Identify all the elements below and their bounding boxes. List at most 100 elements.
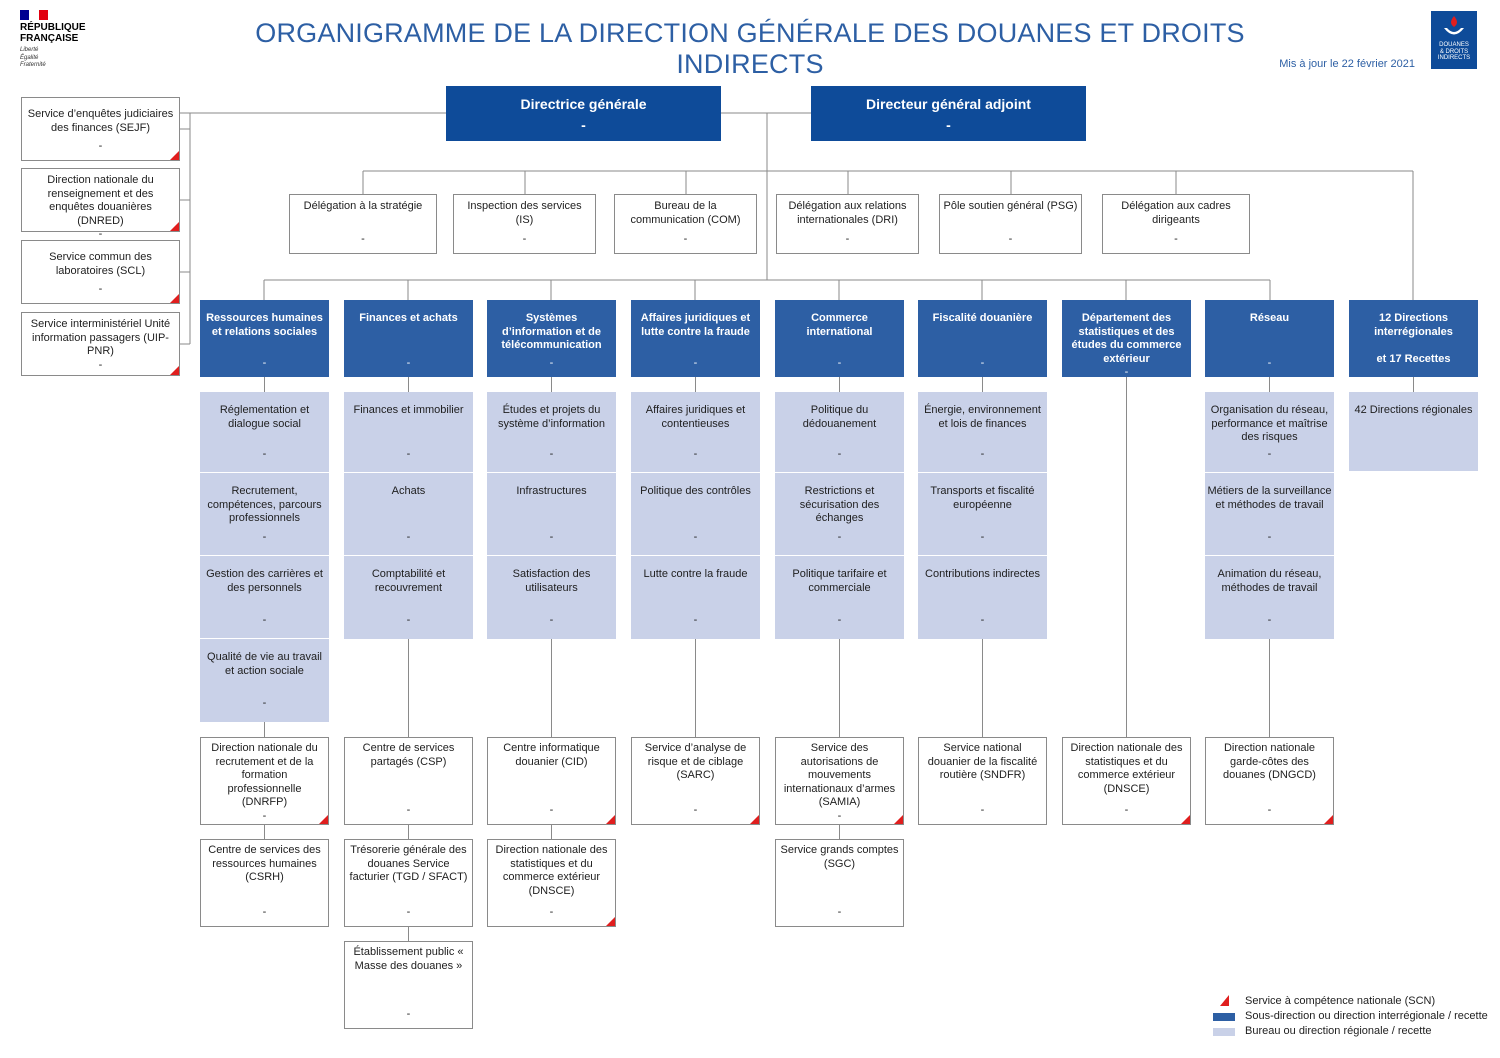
bureau-2-1[interactable]: Finances et immobilier- [344,392,473,473]
legend-label-scn: Service à compétence nationale (SCN) [1245,995,1436,1007]
service-3-2-title: Direction nationale des statistiques et … [495,844,608,897]
service-2-2-holder: - [406,905,411,918]
subdirection-holder: - [980,356,985,369]
service-3-1[interactable]: Centre informatique douanier (CID)- [487,737,616,825]
service-5-1[interactable]: Service des autorisations de mouvements … [775,737,904,825]
left-service-2[interactable]: Direction nationale du renseignement et … [21,168,180,240]
bureau-title: Comptabilité et recouvrement [371,568,446,594]
bureau-3-1[interactable]: Études et projets du système d’informati… [487,392,616,473]
service-8-1[interactable]: Direction nationale garde-côtes des doua… [1205,737,1334,825]
bureau-holder: - [980,447,985,460]
bureau-title: Études et projets du système d’informati… [498,404,605,430]
bureau-title: Organisation du réseau, performance et m… [1210,404,1329,443]
bureau-holder: - [980,530,985,543]
subdirection-3[interactable]: Systèmes d’information et de télécommuni… [487,300,616,377]
bureau-1-4[interactable]: Qualité de vie au travail et action soci… [200,639,329,722]
service-2-2[interactable]: Trésorerie générale des douanes Service … [344,839,473,927]
delegation-5[interactable]: Pôle soutien général (PSG)- [939,194,1082,254]
bureau-2-3[interactable]: Comptabilité et recouvrement- [344,556,473,639]
bureau-holder: - [693,613,698,626]
service-2-3-title: Établissement public « Masse des douanes… [353,946,464,972]
bureau-1-1[interactable]: Réglementation et dialogue social- [200,392,329,473]
subdirection-1[interactable]: Ressources humaines et relations sociale… [200,300,329,377]
bureau-holder: - [262,696,267,709]
service-2-3-holder: - [406,1007,411,1020]
bureau-8-3[interactable]: Animation du réseau, méthodes de travail… [1205,556,1334,639]
bureau-8-1[interactable]: Organisation du réseau, performance et m… [1205,392,1334,473]
service-4-1[interactable]: Service d’analyse de risque et de ciblag… [631,737,760,825]
bureau-separator [631,472,760,473]
service-1-1[interactable]: Direction nationale du recrutement et de… [200,737,329,825]
left-service-1[interactable]: Service d’enquêtes judiciaires des finan… [21,97,180,161]
left-service-2-holder: - [98,228,103,240]
service-7-1[interactable]: Direction nationale des statistiques et … [1062,737,1191,825]
delegation-4[interactable]: Délégation aux relations internationales… [776,194,919,254]
bureau-title: Animation du réseau, méthodes de travail [1217,568,1322,594]
service-5-1-title: Service des autorisations de mouvements … [783,742,896,808]
bureau-4-2[interactable]: Politique des contrôles- [631,473,760,556]
legend-item-bureau: Bureau ou direction régionale / recette [1213,1024,1488,1039]
bureau-holder: - [837,613,842,626]
delegation-6[interactable]: Délégation aux cadres dirigeants- [1102,194,1250,254]
left-service-3[interactable]: Service commun des laboratoires (SCL)- [21,240,180,304]
bureau-5-1[interactable]: Politique du dédouanement- [775,392,904,473]
page-title: ORGANIGRAMME DE LA DIRECTION GÉNÉRALE DE… [255,18,1245,79]
left-service-3-holder: - [98,282,103,295]
delegation-3[interactable]: Bureau de la communication (COM)- [614,194,757,254]
delegation-2[interactable]: Inspection des services (IS)- [453,194,596,254]
bureau-2-2[interactable]: Achats- [344,473,473,556]
delegation-4-title: Délégation aux relations internationales… [788,200,907,226]
delegation-1[interactable]: Délégation à la stratégie- [289,194,437,254]
subdirection-holder: - [549,356,554,369]
subdirection-5[interactable]: Commerce international- [775,300,904,377]
service-7-1-title: Direction nationale des statistiques et … [1070,742,1183,795]
bureau-3-3[interactable]: Satisfaction des utilisateurs- [487,556,616,639]
bureau-separator [200,555,329,556]
bureau-6-3[interactable]: Contributions indirectes- [918,556,1047,639]
rf-motto-liberte: Liberté [20,47,39,53]
bureau-title: Transports et fiscalité européenne [930,485,1035,511]
subdirection-4[interactable]: Affaires juridiques et lutte contre la f… [631,300,760,377]
deputy-director-box[interactable]: Directeur général adjoint- [811,86,1086,141]
scn-marker-icon [170,151,179,160]
bureau-6-2[interactable]: Transports et fiscalité européenne - [918,473,1047,556]
bureau-1-2[interactable]: Recrutement, compétences, parcours profe… [200,473,329,556]
service-2-1-holder: - [406,803,411,816]
director-general-box[interactable]: Directrice générale- [446,86,721,141]
service-3-2[interactable]: Direction nationale des statistiques et … [487,839,616,927]
bureau-separator [918,472,1047,473]
subdirection-8[interactable]: Réseau- [1205,300,1334,377]
delegation-6-title: Délégation aux cadres dirigeants [1121,200,1231,226]
bureau-6-1[interactable]: Énergie, environnement et lois de financ… [918,392,1047,473]
subdirection-2[interactable]: Finances et achats- [344,300,473,377]
subdirection-6[interactable]: Fiscalité douanière- [918,300,1047,377]
bureau-title: Réglementation et dialogue social [219,404,310,430]
scn-marker-icon [1213,994,1235,1006]
subdirection-swatch [1213,1012,1235,1021]
bureau-title: Politique des contrôles [640,485,751,497]
bureau-4-3[interactable]: Lutte contre la fraude- [631,556,760,639]
bureau-holder: - [262,530,267,543]
subdirection-title: Systèmes d’information et de télécommuni… [501,312,602,351]
bureau-1-3[interactable]: Gestion des carrières et des personnels- [200,556,329,639]
service-5-1-holder: - [837,809,842,822]
subdirection-subtitle: et 17 Recettes [1376,353,1451,365]
service-1-2[interactable]: Centre de services des ressources humain… [200,839,329,927]
bureau-9-1[interactable]: 42 Directions régionales [1349,392,1478,471]
bureau-4-1[interactable]: Affaires juridiques et contentieuses- [631,392,760,473]
bureau-3-2[interactable]: Infrastructures- [487,473,616,556]
service-2-1[interactable]: Centre de services partagés (CSP) - [344,737,473,825]
left-service-4[interactable]: Service interministériel Unité informati… [21,312,180,376]
service-5-2[interactable]: Service grands comptes (SGC)- [775,839,904,927]
service-6-1-holder: - [980,803,985,816]
service-6-1[interactable]: Service national douanier de la fiscalit… [918,737,1047,825]
delegation-1-title: Délégation à la stratégie [303,200,423,212]
bureau-title: Politique du dédouanement [802,404,877,430]
bureau-5-2[interactable]: Restrictions et sécurisation des échange… [775,473,904,556]
service-2-1-title: Centre de services partagés (CSP) [362,742,455,768]
service-2-3[interactable]: Établissement public « Masse des douanes… [344,941,473,1029]
subdirection-7[interactable]: Département des statistiques et des étud… [1062,300,1191,378]
bureau-8-2[interactable]: Métiers de la surveillance et méthodes d… [1205,473,1334,556]
bureau-5-3[interactable]: Politique tarifaire et commerciale- [775,556,904,639]
